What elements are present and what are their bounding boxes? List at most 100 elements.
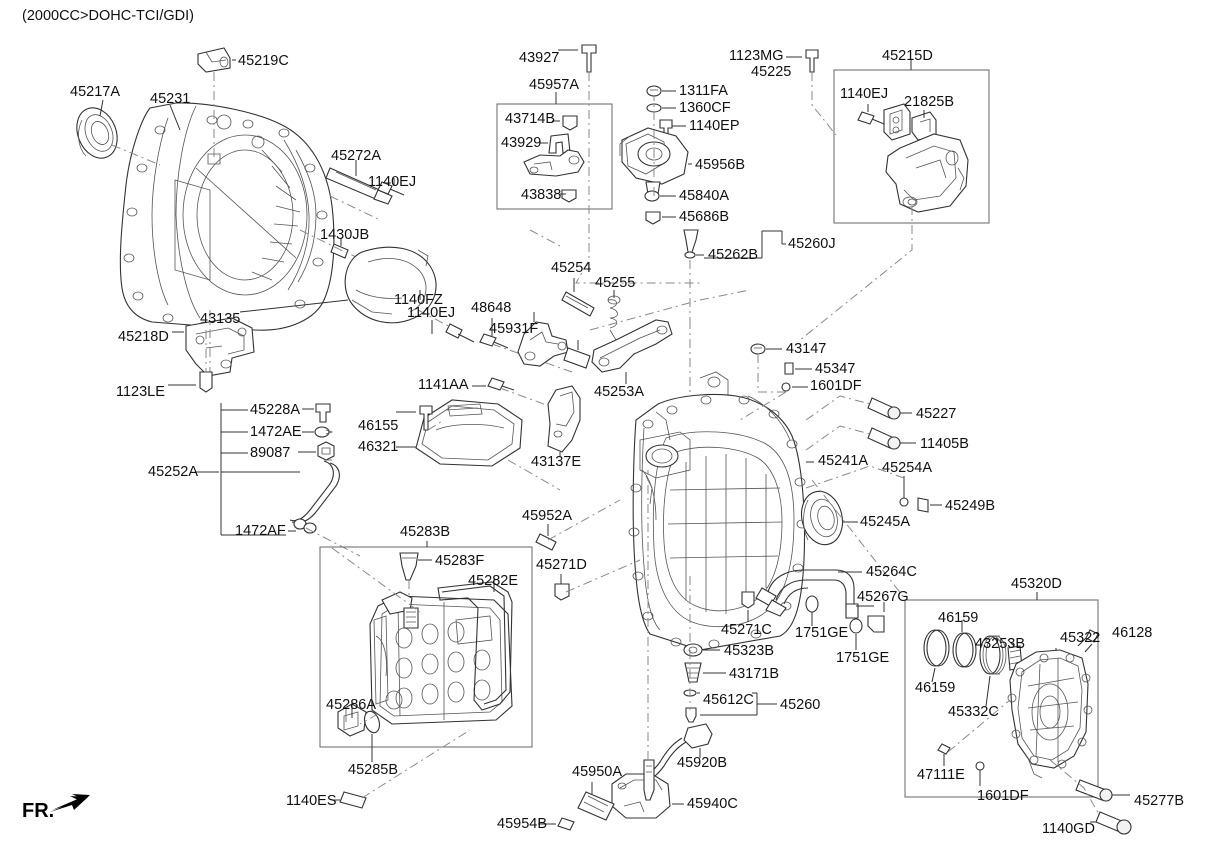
part-label-45271d[interactable]: 45271D (536, 557, 587, 573)
part-label-45260[interactable]: 45260 (780, 697, 821, 713)
part-label-1140ej-1[interactable]: 1140EJ (368, 174, 417, 190)
part-label-45271c[interactable]: 45271C (721, 622, 772, 638)
part-label-45286a[interactable]: 45286A (326, 697, 376, 713)
part-label-45931f[interactable]: 45931F (489, 321, 539, 337)
part-label-43838[interactable]: 43838 (521, 187, 562, 203)
part-label-45245a[interactable]: 45245A (860, 514, 910, 530)
part-label-1140ep[interactable]: 1140EP (689, 118, 740, 134)
part-label-45225[interactable]: 45225 (751, 64, 792, 80)
part-label-45249b[interactable]: 45249B (945, 498, 995, 514)
part-label-1472ae[interactable]: 1472AE (250, 424, 302, 440)
part-1601df-2-illustration (975, 761, 985, 786)
part-label-1123mg[interactable]: 1123MG (729, 48, 784, 64)
plug-45271d-illustration (554, 583, 570, 601)
part-label-45323b[interactable]: 45323B (724, 643, 774, 659)
part-label-45950a[interactable]: 45950A (572, 764, 622, 780)
part-label-45686b[interactable]: 45686B (679, 209, 729, 225)
part-label-45940c[interactable]: 45940C (687, 796, 738, 812)
valve-body-cover-illustration (369, 591, 513, 725)
part-45285b-illustration (363, 710, 381, 762)
part-label-45322[interactable]: 45322 (1060, 630, 1101, 646)
part-label-45260j[interactable]: 45260J (788, 236, 836, 252)
pin-45952a-illustration (535, 533, 557, 551)
part-label-45285b[interactable]: 45285B (348, 762, 398, 778)
part-89087-illustration (298, 441, 335, 461)
part-label-1601df-2[interactable]: 1601DF (977, 788, 1029, 804)
part-label-45283b[interactable]: 45283B (400, 524, 450, 540)
part-label-45347[interactable]: 45347 (815, 361, 856, 377)
part-label-45282e[interactable]: 45282E (468, 573, 518, 589)
part-label-45253a[interactable]: 45253A (594, 384, 644, 400)
bolt-1140ej-1-illustration (377, 181, 405, 196)
part-label-45228a[interactable]: 45228A (250, 402, 300, 418)
part-label-45920b[interactable]: 45920B (677, 755, 727, 771)
part-label-45957a[interactable]: 45957A (529, 77, 579, 93)
part-label-45252a[interactable]: 45252A (148, 464, 198, 480)
part-label-1430jb[interactable]: 1430JB (320, 227, 370, 243)
snapring-46159-1-illustration (923, 629, 950, 667)
part-label-1601df-1[interactable]: 1601DF (810, 378, 862, 394)
part-label-45262b[interactable]: 45262B (708, 247, 758, 263)
part-label-1140ej-3[interactable]: 1140EJ (407, 305, 456, 321)
part-label-45954b[interactable]: 45954B (497, 816, 547, 832)
part-label-11405b[interactable]: 11405B (920, 436, 969, 452)
part-label-45320d[interactable]: 45320D (1011, 576, 1062, 592)
part-label-45217a[interactable]: 45217A (70, 84, 120, 100)
part-label-43135[interactable]: 43135 (200, 311, 241, 327)
part-label-45215d[interactable]: 45215D (882, 48, 933, 64)
part-label-46155[interactable]: 46155 (358, 418, 399, 434)
group-45957a-box (496, 103, 613, 210)
part-label-45612c[interactable]: 45612C (703, 692, 754, 708)
part-label-45277b[interactable]: 45277B (1134, 793, 1184, 809)
part-label-45218d[interactable]: 45218D (118, 329, 169, 345)
part-label-45241a[interactable]: 45241A (818, 453, 868, 469)
part-label-1140ej-2[interactable]: 1140EJ (840, 86, 889, 102)
part-label-46128[interactable]: 46128 (1112, 625, 1153, 641)
part-label-45254a[interactable]: 45254A (882, 460, 932, 476)
part-label-45254[interactable]: 45254 (551, 260, 592, 276)
part-label-45272a[interactable]: 45272A (331, 148, 381, 164)
part-label-43714b[interactable]: 43714B (505, 111, 555, 127)
part-label-48648[interactable]: 48648 (471, 300, 512, 316)
part-label-45956b[interactable]: 45956B (695, 157, 745, 173)
part-label-45283f[interactable]: 45283F (435, 553, 485, 569)
part-label-1140fz[interactable]: 1140FZ (394, 292, 443, 308)
part-label-1751ge-2[interactable]: 1751GE (836, 650, 890, 666)
part-label-43137e[interactable]: 43137E (531, 454, 581, 470)
part-label-43171b[interactable]: 43171B (729, 666, 779, 682)
part-label-1751ge-1[interactable]: 1751GE (795, 625, 849, 641)
part-label-45255[interactable]: 45255 (595, 275, 636, 291)
part-label-46159-1[interactable]: 46159 (938, 610, 979, 626)
page-title: (2000CC>DOHC-TCI/GDI) (22, 8, 195, 24)
part-label-1123le[interactable]: 1123LE (116, 384, 165, 400)
part-43137e-illustration (547, 385, 581, 453)
part-label-1311fa[interactable]: 1311FA (679, 83, 728, 99)
part-label-45264c[interactable]: 45264C (866, 564, 917, 580)
part-label-1360cf[interactable]: 1360CF (679, 100, 731, 116)
part-label-1140gd[interactable]: 1140GD (1042, 821, 1095, 837)
part-label-45227[interactable]: 45227 (916, 406, 957, 422)
part-label-43147[interactable]: 43147 (786, 341, 827, 357)
part-label-45231[interactable]: 45231 (150, 91, 191, 107)
part-label-43927[interactable]: 43927 (519, 50, 560, 66)
part-43714b-illustration (552, 115, 578, 131)
part-label-45332c[interactable]: 45332C (948, 704, 999, 720)
part-label-46321[interactable]: 46321 (358, 439, 399, 455)
part-label-45840a[interactable]: 45840A (679, 188, 729, 204)
part-label-45952a[interactable]: 45952A (522, 508, 572, 524)
part-label-46159-2[interactable]: 46159 (915, 680, 956, 696)
part-label-43929[interactable]: 43929 (501, 135, 542, 151)
part-label-1141aa[interactable]: 1141AA (418, 377, 469, 393)
part-label-45219c[interactable]: 45219C (238, 53, 289, 69)
part-label-1472af[interactable]: 1472AF (235, 523, 286, 539)
part-label-89087[interactable]: 89087 (250, 445, 291, 461)
part-label-47111e[interactable]: 47111E (917, 767, 965, 783)
part-label-1140es[interactable]: 1140ES (286, 793, 337, 809)
washer-45323b-illustration (683, 643, 720, 657)
part-label-45267g[interactable]: 45267G (857, 589, 909, 605)
part-label-43253b[interactable]: 43253B (975, 636, 1025, 652)
part-label-21825b[interactable]: 21825B (904, 94, 954, 110)
pin-45931f-illustration (563, 347, 591, 369)
bolt-1123le-illustration (168, 371, 213, 393)
part-45950a-illustration (577, 791, 615, 821)
